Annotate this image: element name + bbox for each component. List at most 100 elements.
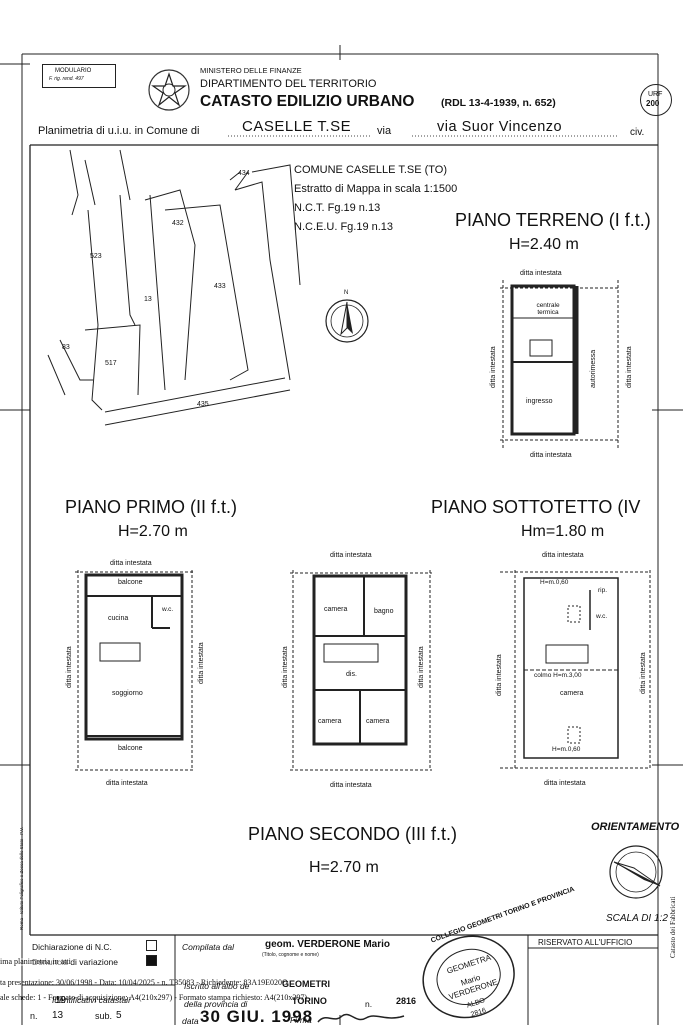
adjacent-label: ditta intestata — [110, 560, 152, 567]
parcel-number: 83 — [62, 344, 70, 351]
overlay-line: ta presentazione: 30/06/1998 - Data: 10/… — [0, 978, 288, 987]
room-label: soggiorno — [112, 690, 143, 697]
sub-label: sub. — [95, 1011, 113, 1021]
rdl-reference: (RDL 13-4-1939, n. 652) — [441, 97, 556, 109]
compilata-label: Compilata dal — [182, 942, 234, 952]
room-label: H=m.0,60 — [552, 746, 581, 753]
adjacent-label: ditta intestata — [330, 782, 372, 789]
estratto-comune: COMUNE CASELLE T.SE (TO) — [294, 164, 448, 176]
room-label: camera — [318, 718, 342, 725]
adjacent-label: ditta intestata — [626, 346, 633, 388]
adjacent-label: ditta intestata — [640, 652, 647, 694]
identificativi-label: Identificativi catastali — [52, 995, 130, 1005]
parcel-number: 432 — [172, 220, 184, 227]
floor-height-secondo: H=2.70 m — [309, 859, 379, 876]
north-label: N — [344, 290, 349, 296]
stamp-side-text: Catasto dei Fabbricati — [669, 896, 677, 958]
model-badge: URF 200 — [640, 84, 672, 116]
adjacent-label: ditta intestata — [106, 780, 148, 787]
provincia-value: TORINO — [292, 996, 327, 1006]
room-label: balcone — [118, 745, 143, 752]
north-arrow-icon — [325, 299, 369, 343]
adjacent-label: ditta intestata — [490, 346, 497, 388]
ministry-name: MINISTERO DELLE FINANZE — [200, 66, 302, 75]
printer-note: Roma - Istituto Poligrafico e Zecca dell… — [19, 827, 24, 930]
orientamento-label: ORIENTAMENTO — [591, 821, 680, 833]
ident-n-label: n. — [30, 1011, 38, 1021]
catasto-title: CATASTO EDILIZIO URBANO — [200, 93, 415, 110]
via-value: via Suor Vincenzo — [437, 119, 563, 135]
modulario-box: MODULARIO F. rig. rend. 497 — [42, 64, 116, 88]
signature — [317, 1013, 405, 1023]
dichiarazione-checkbox — [146, 940, 157, 951]
civ-label: civ. — [630, 127, 645, 138]
floor-title-secondo: PIANO SECONDO (III f.t.) — [248, 824, 458, 844]
room-label: camera — [560, 690, 584, 697]
sub-value: 5 — [116, 1010, 122, 1021]
adjacent-label: ditta intestata — [330, 552, 372, 559]
room-label: colmo H=m.3,00 — [534, 672, 582, 679]
estratto-nct: N.C.T. Fg.19 n.13 — [294, 202, 381, 214]
firma-label: Firma — [290, 1015, 312, 1025]
planimetria-label: Planimetria di u.i.u. in Comune di — [38, 125, 200, 137]
room-label: centrale termica — [536, 302, 560, 316]
floor-title-sottotetto: PIANO SOTTOTETTO (IV — [431, 497, 641, 517]
titolo-label: (Titolo, cognome e nome) — [262, 952, 319, 958]
room-label: bagno — [374, 608, 394, 615]
floor-height-sottotetto: Hm=1.80 m — [521, 523, 605, 540]
adjacent-label: ditta intestata — [542, 552, 584, 559]
department-name: DIPARTIMENTO DEL TERRITORIO — [200, 78, 377, 90]
parcel-number: 433 — [214, 283, 226, 290]
room-label: w.c. — [596, 613, 608, 620]
iscritto-label: Iscritto all'albo de — [184, 981, 250, 991]
albo-number-label: n. — [365, 999, 373, 1009]
floor-height-terreno: H=2.40 m — [509, 236, 579, 253]
adjacent-label: ditta intestata — [66, 646, 73, 688]
denuncia-checkbox — [146, 955, 157, 966]
room-label: cucina — [108, 615, 129, 622]
estratto-nceu: N.C.E.U. Fg.19 n.13 — [294, 221, 394, 233]
foglio-value: 19 — [55, 995, 67, 1006]
albo-number-value: 2816 — [396, 996, 417, 1006]
republic-emblem-icon — [148, 69, 190, 111]
room-label: ingresso — [526, 398, 553, 405]
room-label: rip. — [598, 587, 608, 594]
overlay-line: ale schede: 1 - Formato di acquisizione:… — [0, 993, 308, 1002]
compass-icon — [609, 845, 663, 899]
provincia-label: della provincia di — [184, 999, 248, 1009]
adjacent-label: ditta intestata — [282, 646, 289, 688]
ident-n-value: 13 — [52, 1010, 64, 1021]
overlay-line: ima planimetria in atti — [0, 957, 71, 966]
estratto-scala: Estratto di Mappa in scala 1:1500 — [294, 183, 458, 195]
room-label: balcone — [118, 579, 143, 586]
adjacent-label: ditta intestata — [544, 780, 586, 787]
adjacent-label: ditta intestata — [520, 270, 562, 277]
room-label: camera — [366, 718, 390, 725]
data-label: data — [182, 1016, 199, 1026]
parcel-number: 13 — [144, 296, 152, 303]
adjacent-label: ditta intestata — [530, 452, 572, 459]
parcel-number: 435 — [197, 401, 209, 408]
riservato-label: RISERVATO ALL'UFFICIO — [538, 938, 633, 947]
iscritto-value: GEOMETRI — [282, 979, 331, 989]
via-label: via — [377, 125, 392, 137]
modulario-code: F. rig. rend. 497 — [49, 76, 84, 82]
parcel-number: 434 — [238, 170, 250, 177]
data-value: 30 GIU. 1998 — [200, 1007, 314, 1026]
scale-label: SCALA DI 1:2 — [606, 913, 668, 924]
dichiarazione-label: Dichiarazione di N.C. — [32, 942, 112, 952]
parcel-number: 523 — [90, 253, 102, 260]
floor-height-primo: H=2.70 m — [118, 523, 188, 540]
compilata-value: geom. VERDERONE Mario — [265, 939, 391, 950]
modulario-label: MODULARIO — [55, 68, 92, 74]
geometra-stamp — [422, 935, 515, 1019]
room-label: camera — [324, 606, 348, 613]
comune-value: CASELLE T.SE — [242, 118, 352, 135]
parcel-number: 517 — [105, 360, 117, 367]
denuncia-label: Denuncia di variazione — [32, 957, 118, 967]
room-label: H=m.0,60 — [540, 579, 569, 586]
adjacent-label: ditta intestata — [418, 646, 425, 688]
room-label: dis. — [346, 671, 357, 678]
